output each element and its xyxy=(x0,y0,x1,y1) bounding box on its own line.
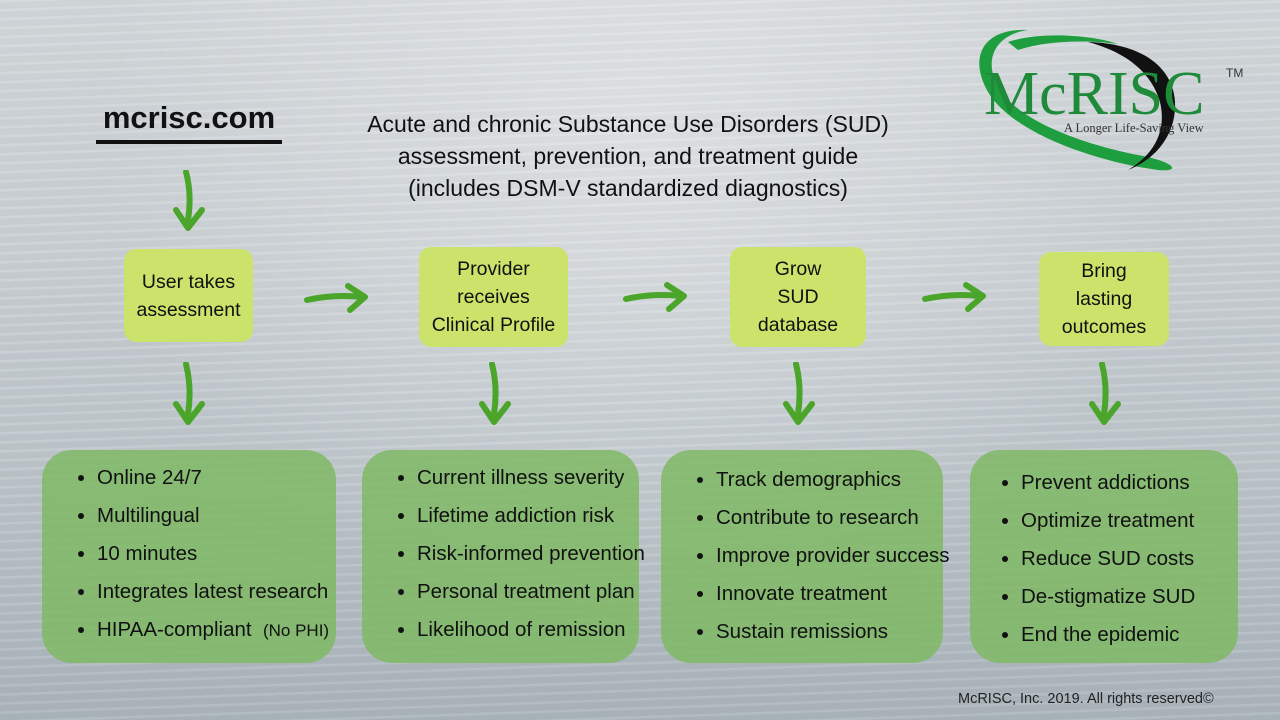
step-box-1: User takes assessment xyxy=(124,249,253,342)
step-box-2: Provider receives Clinical Profile xyxy=(419,247,568,347)
list-item: Improve provider success xyxy=(697,540,950,578)
list-item: Prevent addictions xyxy=(1002,467,1230,505)
list-item: Contribute to research xyxy=(697,502,935,540)
headline-line-2: assessment, prevention, and treatment gu… xyxy=(397,143,859,169)
list-item: Likelihood of remission xyxy=(398,614,631,652)
site-url[interactable]: mcrisc.com xyxy=(96,100,282,144)
list-item: Personal treatment plan xyxy=(398,576,635,614)
list-item-text: HIPAA-compliant xyxy=(97,618,252,641)
arrow-down-icon xyxy=(1089,362,1121,425)
arrow-down-icon xyxy=(173,362,205,425)
arrow-down-icon xyxy=(783,362,815,425)
list-item: Current illness severity xyxy=(398,462,631,500)
feature-panel-1: Online 24/7 Multilingual 10 minutes Inte… xyxy=(42,450,336,663)
feature-panel-4: Prevent addictions Optimize treatment Re… xyxy=(970,450,1238,663)
list-item: De-stigmatize SUD xyxy=(1002,581,1230,619)
list-item: Online 24/7 xyxy=(78,462,328,500)
step-label: Provider receives Clinical Profile xyxy=(431,258,556,336)
logo-trademark: TM xyxy=(1226,66,1243,80)
arrow-down-icon xyxy=(173,170,205,231)
step-box-3: Grow SUD database xyxy=(730,247,866,347)
list-item: Risk-informed prevention xyxy=(398,538,645,576)
list-item: HIPAA-compliant (No PHI) xyxy=(78,614,330,652)
logo-swoosh-green-top xyxy=(1008,35,1118,50)
list-item: Sustain remissions xyxy=(697,616,935,654)
step-label: Grow SUD database xyxy=(757,258,839,336)
mcrisc-logo: McRISC A Longer Life-Saving View TM xyxy=(979,29,1243,171)
logo-tagline: A Longer Life-Saving View xyxy=(1064,121,1204,135)
step-label: User takes assessment xyxy=(136,270,241,321)
list-item: Innovate treatment xyxy=(697,578,935,616)
list-item: Integrates latest research xyxy=(78,576,328,614)
list-item: Track demographics xyxy=(697,464,935,502)
logo-swoosh-green xyxy=(979,29,1173,171)
feature-list: Current illness severity Lifetime addict… xyxy=(390,462,645,652)
feature-list: Prevent addictions Optimize treatment Re… xyxy=(994,467,1230,657)
list-item: End the epidemic xyxy=(1002,619,1230,657)
list-item: Lifetime addiction risk xyxy=(398,500,631,538)
feature-panel-3: Track demographics Contribute to researc… xyxy=(661,450,950,663)
logo-wordmark: McRISC xyxy=(984,60,1204,128)
headline: Acute and chronic Substance Use Disorder… xyxy=(330,108,926,204)
list-item-note: (No PHI) xyxy=(262,621,330,640)
arrow-down-icon xyxy=(479,362,511,425)
list-item: 10 minutes xyxy=(78,538,328,576)
list-item: Multilingual xyxy=(78,500,328,538)
step-label: Bring lasting outcomes xyxy=(1061,260,1147,338)
step-box-4: Bring lasting outcomes xyxy=(1039,252,1169,346)
logo-swoosh-black xyxy=(1088,42,1176,170)
list-item: Reduce SUD costs xyxy=(1002,543,1230,581)
headline-line-1: Acute and chronic Substance Use Disorder… xyxy=(367,111,889,137)
arrow-right-icon xyxy=(623,282,687,312)
feature-panel-2: Current illness severity Lifetime addict… xyxy=(362,450,645,663)
feature-list: Online 24/7 Multilingual 10 minutes Inte… xyxy=(70,462,330,652)
feature-list: Track demographics Contribute to researc… xyxy=(689,464,950,654)
list-item: Optimize treatment xyxy=(1002,505,1230,543)
headline-line-3: (includes DSM-V standardized diagnostics… xyxy=(408,175,848,201)
arrow-right-icon xyxy=(922,282,986,312)
copyright-footer: McRISC, Inc. 2019. All rights reserved© xyxy=(958,691,1214,707)
arrow-right-icon xyxy=(304,283,368,313)
